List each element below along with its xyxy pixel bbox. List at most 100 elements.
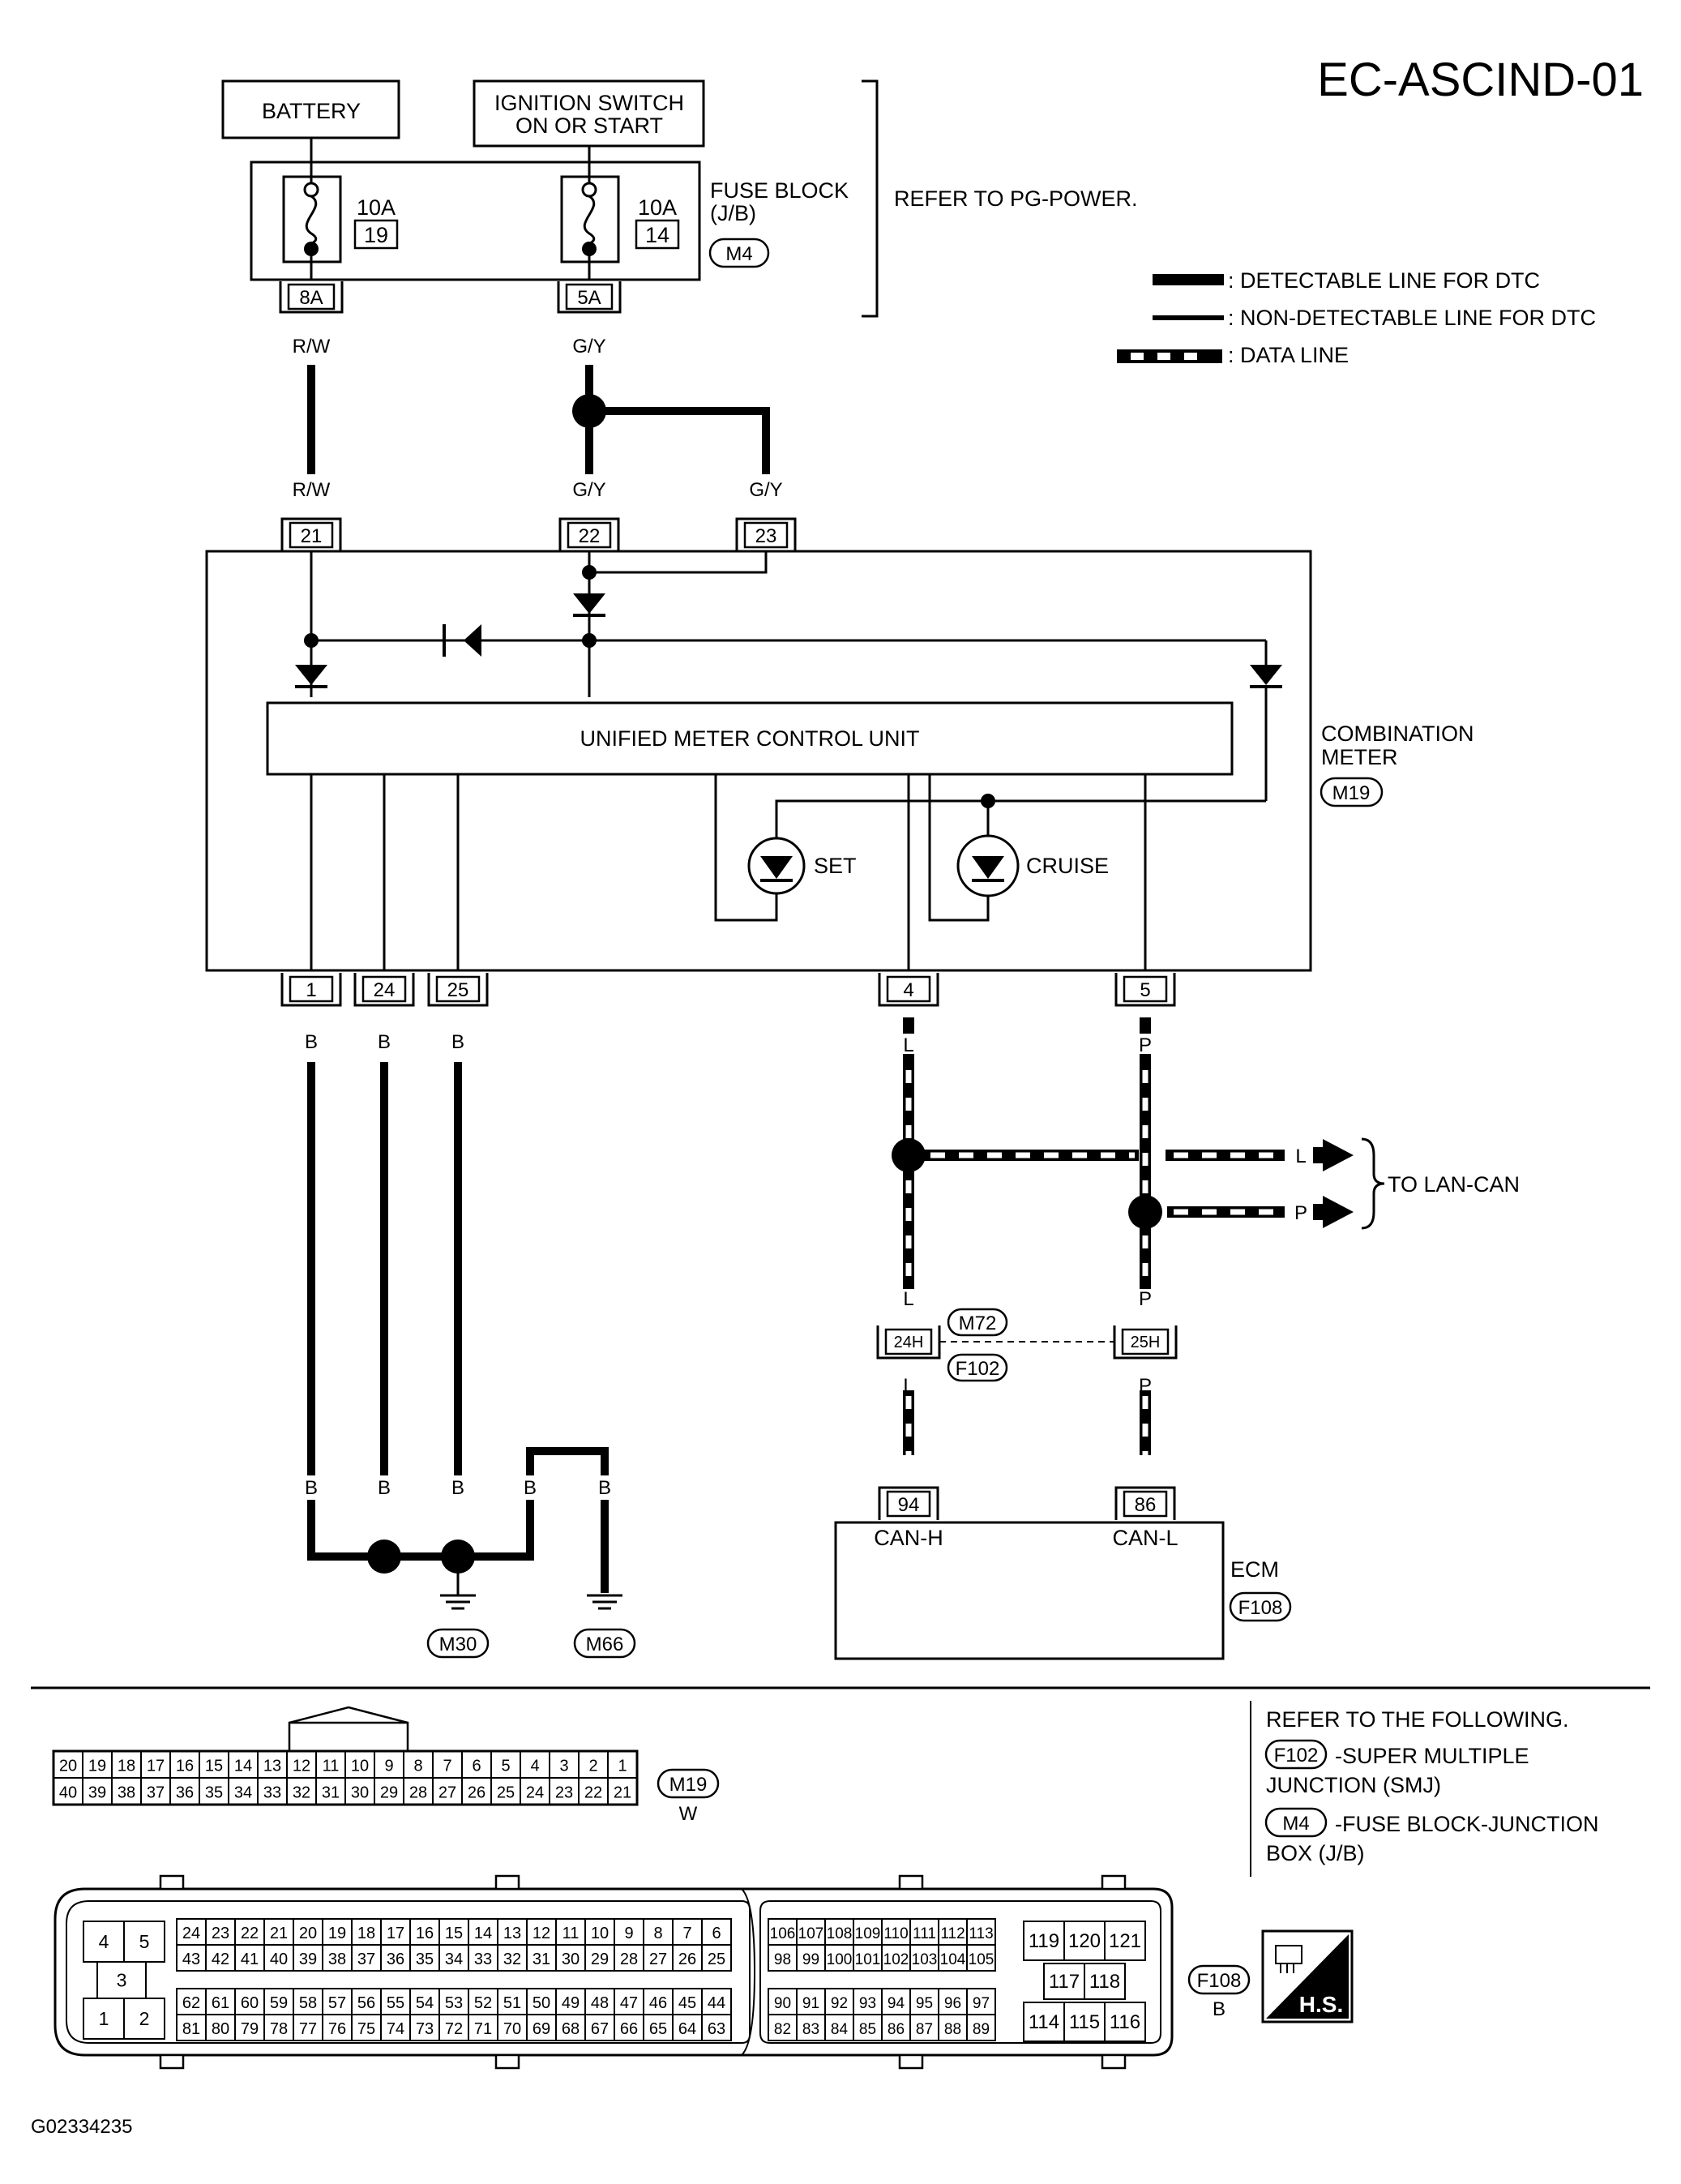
connector-pin: 30	[562, 1951, 580, 1968]
control-unit-label: UNIFIED METER CONTROL UNIT	[580, 726, 919, 751]
smj-connector-m72: M72	[947, 1308, 1008, 1337]
wire-label-p-1: P	[1139, 1034, 1152, 1056]
connector-pin: 34	[234, 1784, 252, 1802]
smj-pin-25h-label: 25H	[1131, 1334, 1161, 1351]
connector-pin: 120	[1068, 1930, 1101, 1952]
connector-pin: 28	[620, 1951, 638, 1968]
reference-f102-line2: JUNCTION (SMJ)	[1266, 1773, 1441, 1797]
wire-label-gy-3: G/Y	[749, 479, 782, 501]
connector-pin: 72	[445, 2020, 463, 2038]
connector-pin: 109	[855, 1925, 881, 1942]
connector-pin: 45	[678, 1994, 696, 2012]
connector-pin: 97	[973, 1995, 990, 2012]
ecm-pin-94: 94	[878, 1486, 939, 1520]
connector-pin: 12	[533, 1925, 550, 1942]
ecm-label: ECM	[1230, 1557, 1279, 1582]
wire-label-b-6: B	[451, 1477, 464, 1499]
connector-pin: 21	[270, 1925, 288, 1942]
connector-pin: 9	[384, 1758, 393, 1775]
ecm-pin-86-label: 86	[1135, 1494, 1157, 1516]
meter-pin-21-label: 21	[301, 525, 323, 547]
connector-pin: 96	[944, 1995, 961, 2012]
connector-pin: 67	[591, 2020, 609, 2038]
wire-label-l-3: L	[903, 1288, 913, 1310]
connector-pin: 112	[940, 1925, 965, 1942]
connector-pin: 73	[416, 2020, 434, 2038]
connector-pin: 113	[969, 1925, 993, 1942]
connector-pin: 21	[614, 1784, 631, 1802]
connector-pin: 58	[299, 1994, 317, 2012]
meter-pin-22: 22	[558, 517, 620, 551]
connector-pin: 9	[624, 1925, 633, 1942]
connector-pin: 36	[176, 1784, 194, 1802]
combination-meter-connector-text: M19	[1332, 782, 1371, 804]
ecm-can-l: CAN-L	[1112, 1526, 1178, 1550]
connector-pin: 2	[588, 1758, 597, 1775]
connector-pin: 37	[147, 1784, 165, 1802]
connector-m19-id-text: M19	[669, 1774, 708, 1796]
connector-pin: 65	[649, 2020, 667, 2038]
connector-pin: 104	[940, 1951, 966, 1968]
wires-top	[307, 365, 770, 474]
meter-pin-4: 4	[878, 973, 939, 1007]
connector-pin: 7	[682, 1925, 691, 1942]
meter-pin-1: 1	[280, 973, 342, 1007]
ecm-pin-94-label: 94	[898, 1494, 920, 1516]
connector-pin: 13	[503, 1925, 521, 1942]
connector-pin: 6	[472, 1758, 481, 1775]
connector-pin: 92	[831, 1995, 848, 2012]
wire-label-b-3: B	[451, 1031, 464, 1053]
connector-pin: 27	[649, 1951, 667, 1968]
fuse-right-number: 14	[645, 223, 669, 247]
fuse-left-amps: 10A	[357, 195, 396, 220]
reference-m4-line2: BOX (J/B)	[1266, 1841, 1365, 1865]
connector-pin: 47	[620, 1994, 638, 2012]
connector-pin: 78	[270, 2020, 288, 2038]
connector-pin: 40	[59, 1784, 77, 1802]
can-data-lines	[892, 1017, 1354, 1455]
fuse-block-connector-badge: M4	[708, 238, 770, 268]
connector-pin: 48	[591, 1994, 609, 2012]
meter-pin-22-label: 22	[579, 525, 601, 547]
meter-pin-25: 25	[427, 973, 489, 1007]
connector-pin: 56	[357, 1994, 375, 2012]
connector-pin: 55	[387, 1994, 404, 2012]
lan-can-brace	[1361, 1137, 1385, 1230]
connector-pin: 13	[263, 1758, 281, 1775]
connector-pin: 29	[591, 1951, 609, 1968]
connector-pin: 30	[351, 1784, 369, 1802]
fuse-block-label-line2: (J/B)	[710, 201, 756, 225]
connector-pin: 53	[445, 1994, 463, 2012]
connector-pin: 20	[59, 1758, 77, 1775]
connector-f108-id-text: F108	[1197, 1970, 1242, 1992]
connector-pin: 74	[387, 2020, 404, 2038]
ground-wire-labels: B B B B B B B B	[305, 1031, 611, 1499]
connector-pin: 25	[708, 1951, 725, 1968]
connector-pin: 86	[888, 2021, 905, 2038]
wire-label-p-4: P	[1139, 1375, 1152, 1397]
wire-label-b-8: B	[598, 1477, 611, 1499]
unified-meter-control-unit	[266, 701, 1234, 776]
connector-pin: 111	[913, 1925, 936, 1942]
connector-pin: 32	[503, 1951, 521, 1968]
combination-meter-label-line2: METER	[1321, 745, 1398, 769]
legend: : DETECTABLE LINE FOR DTC : NON-DETECTAB…	[1117, 268, 1596, 367]
connector-pin: 46	[649, 1994, 667, 2012]
connector-pin: 5	[501, 1758, 510, 1775]
connector-pin: 76	[328, 2020, 346, 2038]
ignition-label-line1: IGNITION SWITCH	[494, 91, 684, 115]
meter-pin-4-label: 4	[903, 979, 913, 1001]
reference-title: REFER TO THE FOLLOWING.	[1266, 1707, 1569, 1732]
connector-pin: 116	[1110, 2011, 1140, 2033]
connector-pin: 107	[798, 1925, 824, 1942]
connector-pin: 81	[182, 2020, 200, 2038]
connector-pin: 110	[883, 1925, 908, 1942]
connector-pin: 27	[438, 1784, 456, 1802]
figure-id: G02334235	[31, 2116, 132, 2138]
meter-pin-23-label: 23	[755, 525, 777, 547]
can-wire-labels: L P L P L P L P	[903, 1034, 1307, 1397]
fuse-left-number: 19	[364, 223, 388, 247]
connector-pin: 28	[409, 1784, 427, 1802]
terminal-5a: 5A	[557, 281, 622, 314]
